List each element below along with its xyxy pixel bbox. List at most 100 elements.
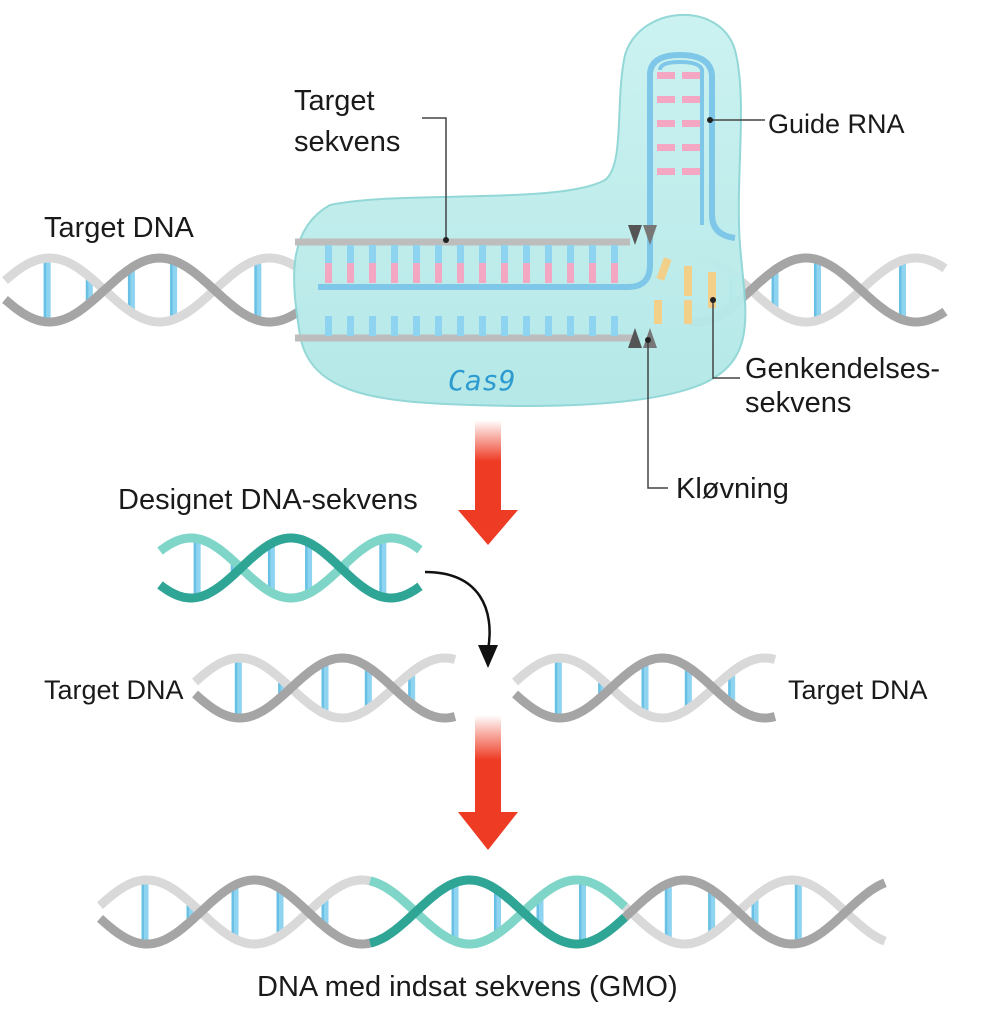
base-pair-shade: [230, 561, 234, 575]
target-dna-helix-left-top: [2, 253, 303, 327]
base-pair-shade: [408, 672, 411, 704]
target-base: [325, 245, 332, 265]
base-pair-shade: [708, 889, 711, 935]
rna-loop-base: [657, 72, 675, 79]
base-pair: [536, 896, 544, 928]
base-pair: [186, 902, 194, 922]
base-pair: [684, 667, 692, 709]
cas9-label: Cas9: [448, 364, 515, 397]
backbone-strand: [512, 653, 777, 723]
target-base: [347, 245, 354, 265]
process-arrow-1: [458, 420, 518, 545]
process-arrow-2: [458, 715, 518, 850]
base-pair: [305, 542, 313, 594]
target-base: [479, 245, 486, 265]
complementary-base: [501, 316, 508, 336]
complementary-base: [413, 316, 420, 336]
base-pair: [494, 890, 501, 934]
base-pair: [579, 880, 586, 944]
base-pair-shade: [364, 667, 368, 709]
base-pair: [794, 880, 802, 944]
rna-base: [347, 263, 354, 283]
result-label: DNA med indsat sekvens (GMO): [257, 971, 678, 1003]
base-pair: [231, 885, 239, 939]
rna-base: [611, 263, 618, 283]
target-dna-label-right: Target DNA: [788, 675, 928, 705]
rna-loop-base: [682, 72, 700, 79]
base-pair-shade: [451, 882, 454, 942]
complementary-base: [523, 316, 530, 336]
complementary-base: [589, 316, 596, 336]
unwound-target-strand: [295, 238, 635, 342]
rna-loop-base: [657, 168, 675, 175]
base-pair: [234, 658, 242, 718]
backbone-strand: [97, 875, 371, 949]
cleavage-label: Kløvning: [676, 473, 789, 505]
rna-base: [435, 263, 442, 283]
base-pair-shade: [554, 658, 558, 718]
base-pair-shade: [276, 888, 279, 936]
rna-base: [325, 263, 332, 283]
base-pair-shade: [728, 672, 731, 704]
target-dna-helix-cut-left: [192, 653, 457, 723]
target-base: [369, 245, 376, 265]
target-base: [589, 245, 596, 265]
rna-base: [391, 263, 398, 283]
target-base: [413, 245, 420, 265]
base-pair-shade: [43, 258, 47, 322]
base-pair-shade: [771, 269, 774, 311]
target-base: [567, 245, 574, 265]
base-pair: [899, 260, 906, 320]
rna-base: [479, 263, 486, 283]
complementary-base: [457, 316, 464, 336]
base-pair-shade: [305, 542, 308, 594]
base-pair: [127, 267, 135, 313]
result-dna-helix-left: [97, 875, 371, 949]
base-pair: [43, 258, 51, 322]
base-pair: [771, 269, 779, 311]
complementary-base: [325, 316, 332, 336]
base-pair-shade: [794, 880, 798, 944]
base-pair-shade: [684, 667, 688, 709]
base-pair-shade: [186, 902, 189, 922]
target-base: [501, 245, 508, 265]
backbone-strand: [512, 653, 777, 723]
base-pair-shade: [170, 260, 173, 320]
base-pair: [598, 679, 606, 697]
insertion-arrow: [424, 570, 498, 668]
base-pair: [364, 667, 372, 709]
base-pair: [267, 543, 275, 593]
target-base: [435, 245, 442, 265]
recognition-sequence-label-line2: sekvens: [745, 387, 851, 419]
base-pair-shade: [193, 538, 197, 598]
backbone-strand: [192, 653, 457, 723]
target-base: [523, 245, 530, 265]
complementary-base: [391, 316, 398, 336]
base-pair: [254, 259, 262, 321]
base-pair-shade: [321, 662, 324, 714]
target-base: [611, 245, 618, 265]
rna-base: [545, 263, 552, 283]
base-pair: [814, 259, 821, 321]
base-pair-shade: [664, 883, 668, 941]
designed-dna-label: Designet DNA-sekvens: [118, 484, 418, 516]
recognition-sequence-label-line1: Genkendelses-: [745, 353, 940, 385]
base-pair-shade: [267, 543, 271, 593]
guide-rna-base-pairs: [657, 72, 700, 175]
rna-base: [369, 263, 376, 283]
base-pair: [451, 882, 459, 942]
complementary-strand-bases: [325, 316, 618, 336]
base-pair: [664, 883, 672, 941]
complementary-base: [479, 316, 486, 336]
target-dna-helix-cut-right: [512, 653, 777, 723]
backbone-strand: [621, 875, 887, 949]
target-sequence-bases: [325, 245, 618, 283]
rna-loop-base: [682, 144, 700, 151]
base-pair: [278, 679, 286, 697]
base-pair-shade: [899, 260, 902, 320]
base-pair: [708, 889, 716, 935]
guide-rna-strand: [318, 51, 736, 290]
complementary-base: [611, 316, 618, 336]
base-pair: [408, 672, 416, 704]
target-base: [545, 245, 552, 265]
